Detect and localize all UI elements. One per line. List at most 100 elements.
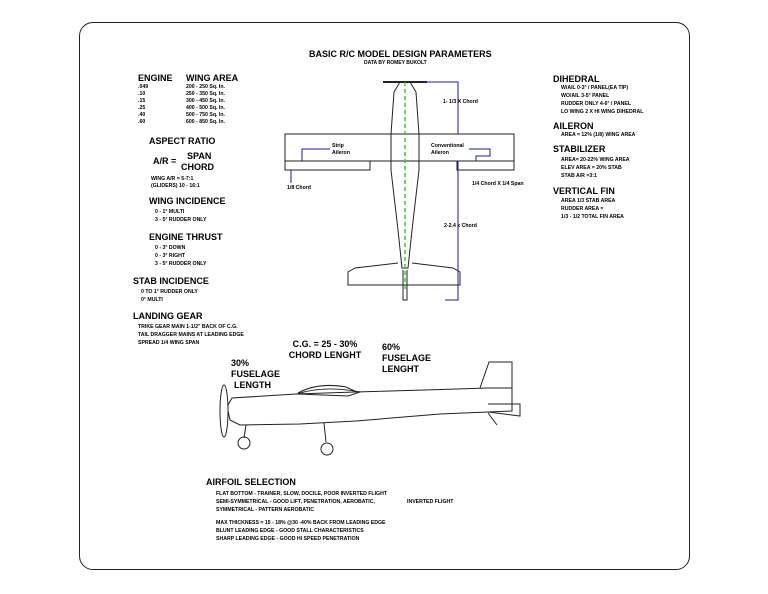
fuselage-60-line: 60% (382, 342, 401, 352)
engine-value: .15 (138, 98, 146, 104)
wing-incidence-line: 3 - 5° RUDDER ONLY (155, 217, 207, 223)
page-title: BASIC R/C MODEL DESIGN PARAMETERS (309, 49, 492, 59)
stab-incidence-heading: STAB INCIDENCE (133, 276, 209, 286)
elevator-side (487, 403, 521, 417)
horizontal-stabilizer (347, 262, 461, 286)
vertical-fin-side (479, 361, 513, 389)
fuselage-60-label: 60% FUSELAGE LENGHT (382, 342, 431, 375)
aspect-ratio-numerator: SPAN (187, 151, 212, 161)
fuselage-30-line: 30% (231, 358, 250, 368)
airfoil-heading: AIRFOIL SELECTION (206, 477, 296, 487)
fuselage-side-outline (227, 387, 513, 426)
stabilizer-line: AREA= 20-22% WING AREA (561, 157, 630, 163)
dihedral-line: WO/AIL 3-5° PANEL (561, 93, 610, 99)
eighth-chord-label: 1/8 Chord (287, 185, 311, 191)
engine-header: ENGINE (138, 73, 173, 83)
nose-wheel (237, 436, 251, 450)
engine-value: .049 (138, 84, 149, 90)
airfoil-sharp-edge: SHARP LEADING EDGE - GOOD HI SPEED PENET… (216, 536, 360, 542)
stabilizer-heading: STABILIZER (553, 144, 606, 154)
cg-label: C.G. = 25 - 30% CHORD LENGHT (287, 339, 363, 361)
vertical-fin-line: RUDDER AREA = (561, 206, 604, 212)
wing-area-value: 200 - 250 Sq. In. (186, 84, 225, 90)
wing-area-value: 400 - 500 Sq. In. (186, 105, 225, 111)
wing-incidence-heading: WING INCIDENCE (149, 196, 226, 206)
landing-gear-line: TAIL DRAGGER MAINS AT LEADING EDGE (138, 332, 244, 338)
aileron-line: AREA = 12% (1/8) WING AREA (561, 132, 636, 138)
engine-value: .10 (138, 91, 146, 97)
conventional-aileron-label: Aileron (431, 150, 449, 156)
nose-chord-label: 1- 1/3 X Chord (443, 99, 478, 105)
stab-incidence-line: 0° MULTI (141, 297, 163, 303)
tailwheel-strut (487, 412, 498, 426)
landing-gear-line: TRIKE GEAR MAIN 1-1/2" BACK OF C.G. (138, 324, 238, 330)
vertical-fin-line: AREA 1/3 STAB AREA (561, 198, 616, 204)
airfoil-semi-symmetrical: SEMI-SYMMETRICAL - GOOD LIFT, PENETRATIO… (216, 499, 375, 505)
fuselage-30-line: LENGTH (234, 380, 271, 390)
engine-thrust-line: 0 - 3° RIGHT (155, 253, 186, 259)
fuselage-30-label: 30% FUSELAGE LENGTH (231, 358, 280, 391)
vertical-fin-heading: VERTICAL FIN (553, 186, 615, 196)
airfoil-symmetrical: SYMMETRICAL - PATTERN AEROBATIC (216, 507, 314, 513)
stabilizer-line: STAB A/R =3:1 (561, 173, 597, 179)
wing-planform (284, 133, 515, 162)
wing-area-value: 600 - 850 Sq. In. (186, 119, 225, 125)
aileron-heading: AILERON (553, 121, 594, 131)
nose-chord-dimension (419, 81, 459, 134)
wing-area-value: 500 - 750 Sq. In. (186, 112, 225, 118)
engine-value: .40 (138, 112, 146, 118)
wing-area-value: 250 - 350 Sq. In. (186, 91, 225, 97)
page-frame (79, 22, 690, 570)
aspect-ratio-line: WING A/R = 5-7:1 (151, 176, 194, 182)
wing-area-header: WING AREA (186, 73, 239, 83)
engine-thrust-heading: ENGINE THRUST (149, 232, 223, 242)
top-view-dimensions (290, 81, 491, 301)
tail-chord-label: 2-2.4 x Chord (444, 223, 477, 229)
vertical-fin-line: 1/3 - 1/2 TOTAL FIN AREA (561, 214, 624, 220)
main-wheel (320, 442, 334, 456)
strip-aileron-label: Aileron (332, 150, 350, 156)
conventional-aileron-label: Conventional (431, 143, 464, 149)
engine-value: .60 (138, 119, 146, 125)
fuselage-60-line: LENGHT (382, 364, 419, 374)
top-view-airplane (284, 81, 515, 301)
cg-label-line: C.G. = 25 - 30% (292, 339, 358, 349)
page-credit: DATA BY ROMEY BUKOLT (364, 60, 427, 66)
aspect-ratio-line: (GLIDERS) 10 - 16:1 (151, 183, 200, 189)
conventional-aileron-pointer (469, 148, 491, 161)
strip-aileron-pointer (301, 148, 330, 161)
stab-incidence-line: 0 TO 1° RUDDER ONLY (141, 289, 198, 295)
aspect-ratio-heading: ASPECT RATIO (149, 136, 216, 146)
quarter-chord-label: 1/4 Chord X 1/4 Span (472, 181, 524, 187)
wing-incidence-line: 0 - 1° MULTI (155, 209, 185, 215)
airfoil-max-thickness: MAX THICKNESS = 15 - 18% @30 -40% BACK F… (216, 520, 386, 526)
fuselage-30-line: FUSELAGE (231, 369, 281, 379)
main-gear-strut (323, 422, 327, 443)
fuselage-60-line: FUSELAGE (382, 353, 432, 363)
strip-aileron-label: Strip (332, 143, 344, 149)
propeller-side (219, 384, 229, 438)
tail-chord-dimension (445, 161, 459, 301)
nose-gear-strut (243, 424, 247, 439)
strip-aileron (284, 161, 371, 171)
landing-gear-heading: LANDING GEAR (133, 311, 203, 321)
conventional-aileron (456, 161, 515, 171)
engine-thrust-line: 0 - 3° DOWN (155, 245, 186, 251)
wing-side (296, 388, 362, 397)
dihedral-line: W/AIL 0-3° / PANEL(EA TIP) (561, 85, 629, 91)
vertical-fin-top (402, 270, 408, 301)
aspect-ratio-lhs: A/R = (153, 156, 177, 166)
airfoil-semi-symmetrical-cont: INVERTED FLIGHT (407, 499, 454, 505)
aspect-ratio-denominator: CHORD (181, 162, 214, 172)
dihedral-heading: DIHEDRAL (553, 74, 600, 84)
engine-thrust-line: 3 - 5° RUDDER ONLY (155, 261, 207, 267)
engine-value: .25 (138, 105, 146, 111)
dihedral-line: LO WING 2 X HI WING DIHEDRAL (561, 109, 644, 115)
stabilizer-line: ELEV AREA = 20% STAB (561, 165, 622, 171)
dihedral-line: RUDDER ONLY 4-6° / PANEL (561, 101, 632, 107)
cg-label-line: CHORD LENGHT (288, 350, 362, 360)
airfoil-flat-bottom: FLAT BOTTOM - TRAINER, SLOW, DOCILE, POO… (216, 491, 387, 497)
side-view-airplane (219, 361, 521, 456)
wing-area-value: 300 - 450 Sq. In. (186, 98, 225, 104)
